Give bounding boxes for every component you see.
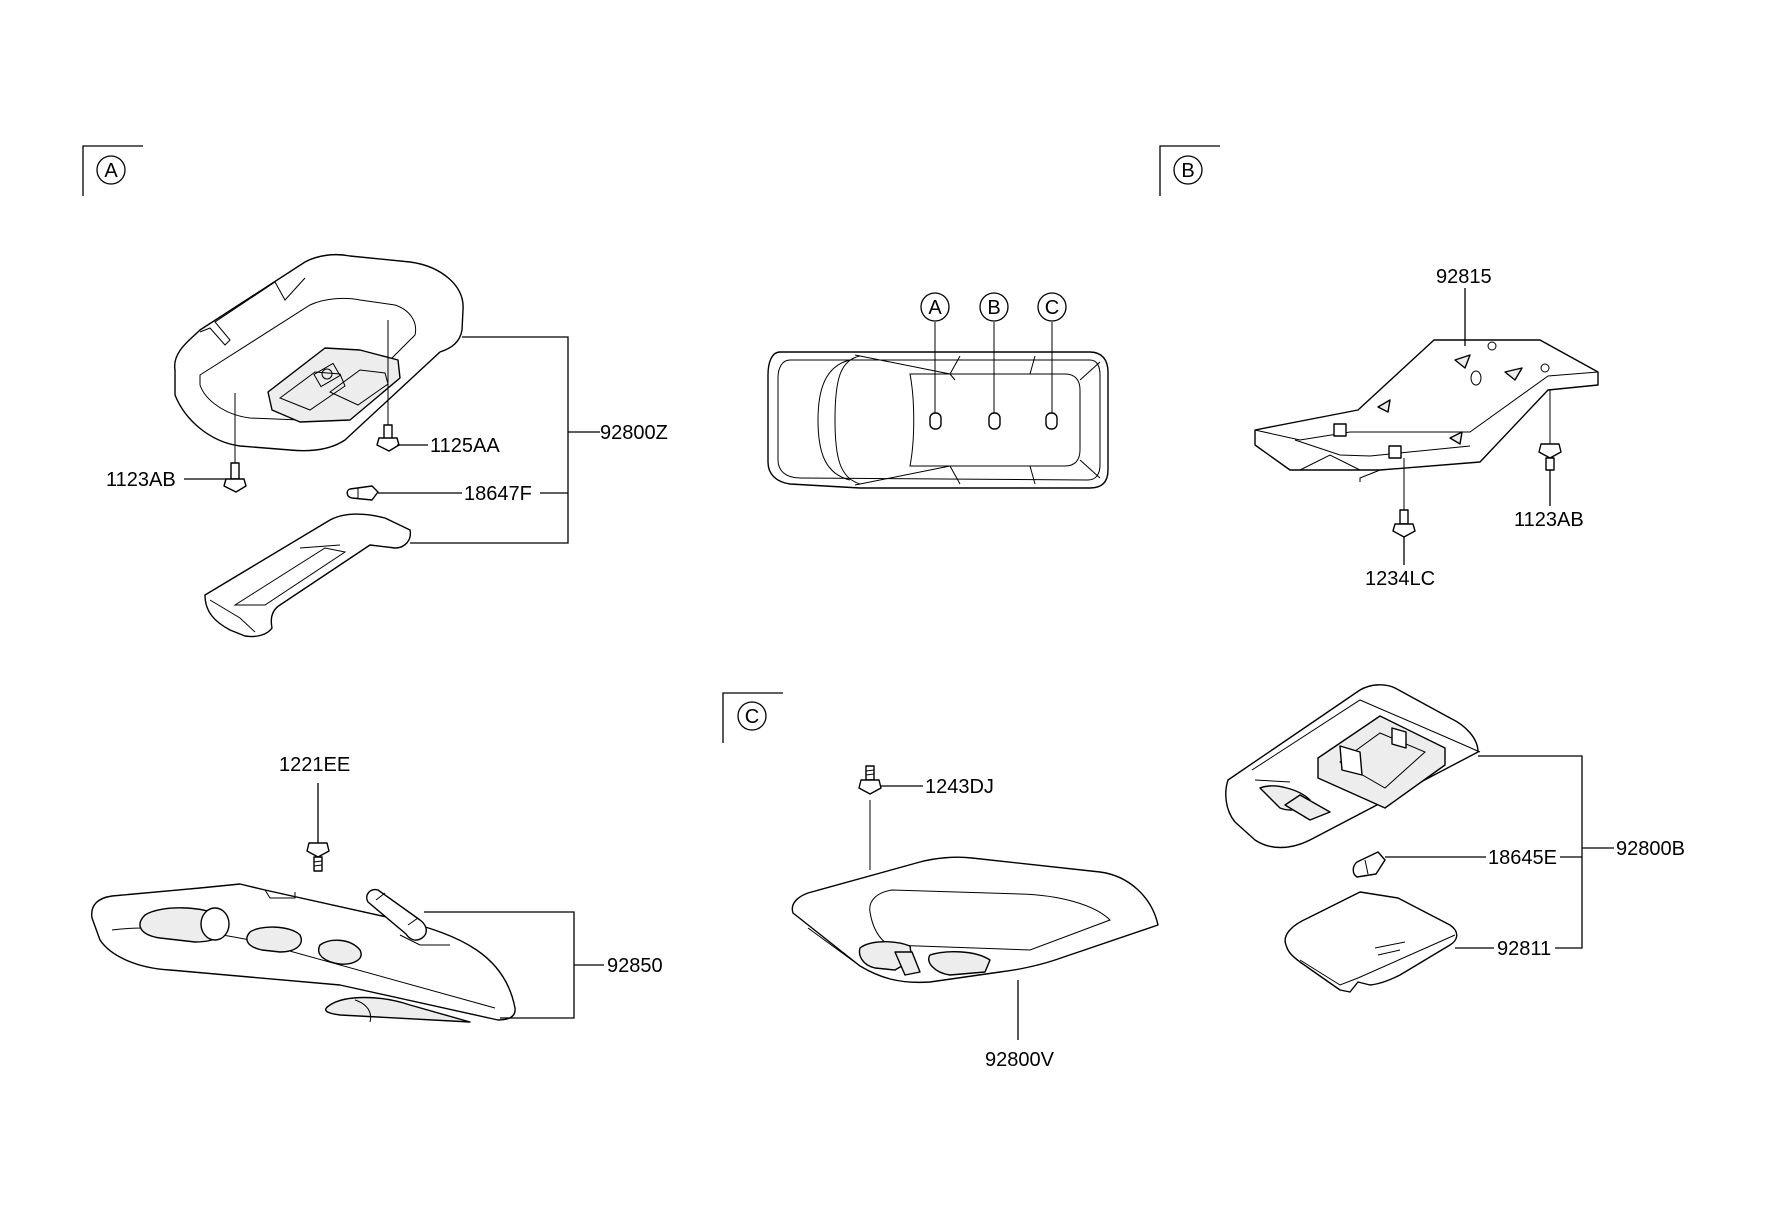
leader-92850: 92850 <box>424 911 663 1019</box>
part-number-console-lamp: 92850 <box>607 955 663 977</box>
roof-marker-c-label: C <box>1045 297 1059 319</box>
part-number-b-screw-bottom: 1234LC <box>1365 568 1435 590</box>
part-number-room-lens: 92811 <box>1497 938 1551 960</box>
overhead-lamp-a-bulb: 18647F <box>346 483 532 505</box>
overhead-lamp-a-housing <box>174 253 464 452</box>
roof-marker-a: A <box>920 292 950 413</box>
section-marker-a-label: A <box>104 160 118 182</box>
part-number-b-screw-right: 1123AB <box>1514 509 1584 531</box>
room-lamp-housing <box>1225 684 1481 849</box>
leader-92800v: 92800V <box>985 980 1055 1071</box>
roof-key-view <box>767 351 1109 489</box>
bracket-b-screw-bottom: 1234LC <box>1365 458 1435 590</box>
section-marker-c: C <box>722 692 783 743</box>
lamp-c <box>791 856 1159 984</box>
overhead-lamp-a-screw-center: 1125AA <box>376 320 500 457</box>
part-number-a-screw-center: 1125AA <box>430 435 500 457</box>
part-number-a-bulb: 18647F <box>464 483 532 505</box>
section-marker-b: B <box>1159 145 1220 196</box>
part-number-b-bracket: 92815 <box>1436 266 1492 288</box>
leader-92800z: 92800Z <box>410 336 668 544</box>
leader-92800b: 92800B <box>1478 755 1685 949</box>
console-lamp-screw: 1221EE <box>279 754 350 872</box>
part-number-console-screw: 1221EE <box>279 754 350 776</box>
console-lamp <box>91 883 516 1023</box>
room-lamp-lens: 92811 <box>1284 891 1551 993</box>
room-lamp-bulb: 18645E <box>1352 847 1557 878</box>
section-marker-b-label: B <box>1181 160 1194 182</box>
roof-marker-c: C <box>1037 292 1067 413</box>
section-marker-a: A <box>82 145 143 196</box>
part-number-room-lamp-assembly: 92800B <box>1616 838 1685 860</box>
part-number-room-bulb: 18645E <box>1488 847 1557 869</box>
bracket-b <box>1254 339 1599 482</box>
overhead-lamp-a-screw-side: 1123AB <box>106 393 247 493</box>
overhead-lamp-a-lens <box>204 513 412 638</box>
roof-marker-a-label: A <box>928 297 942 319</box>
part-number-c-screw: 1243DJ <box>925 776 994 798</box>
roof-marker-b-label: B <box>987 297 1000 319</box>
part-number-c-lamp: 92800V <box>985 1049 1055 1071</box>
leader-92815: 92815 <box>1436 266 1492 346</box>
section-marker-c-label: C <box>745 706 759 728</box>
lamp-c-screw: 1243DJ <box>858 765 994 870</box>
bracket-b-screw-right: 1123AB <box>1514 390 1584 531</box>
roof-marker-b: B <box>979 292 1009 413</box>
console-lamp-bulb <box>366 888 427 941</box>
part-number-a-lamp-assembly: 92800Z <box>600 422 668 444</box>
part-number-a-screw-side: 1123AB <box>106 469 176 491</box>
